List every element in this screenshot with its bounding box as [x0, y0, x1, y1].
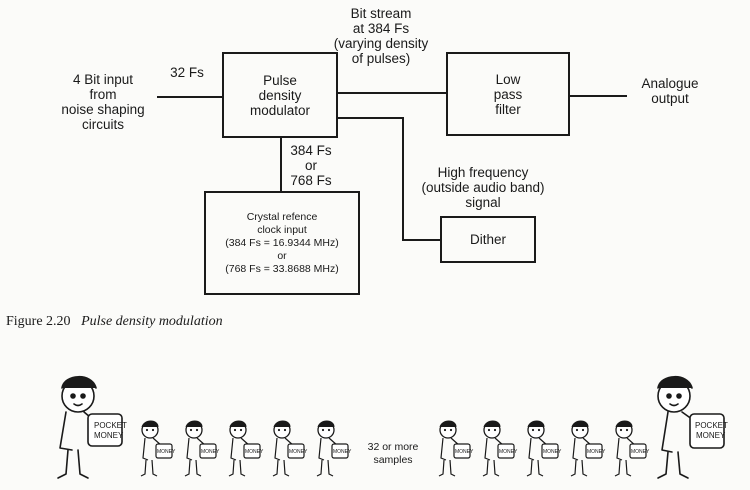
bitstream-label-line: (varying density: [333, 36, 429, 51]
modulator-label-line: modulator: [249, 102, 311, 118]
bitstream-label-line: of pulses): [351, 51, 411, 66]
low-pass-filter-box: Low pass filter: [446, 52, 570, 136]
input-connector: [157, 96, 223, 98]
dither-connector-top: [338, 117, 404, 119]
small-figures-left: MONEY: [140, 420, 353, 477]
clock-rate-line: or: [304, 158, 317, 173]
modulator-label-line: density: [258, 87, 302, 103]
crystal-label-line: or: [277, 249, 287, 262]
samples-label: 32 or more samples: [358, 441, 428, 467]
modulator-label-line: Pulse: [263, 72, 297, 88]
svg-text:POCKET: POCKET: [695, 421, 728, 430]
input-label: 4 Bit input from noise shaping circuits: [48, 72, 158, 132]
input-label-line: circuits: [81, 117, 124, 132]
filter-label-line: Low: [495, 71, 521, 87]
output-label-line: Analogue: [641, 76, 699, 91]
input-label-line: from: [89, 87, 117, 102]
dither-note: High frequency (outside audio band) sign…: [408, 165, 558, 210]
crystal-label-line: (384 Fs = 16.9344 MHz): [225, 236, 339, 249]
filter-label-line: pass: [493, 86, 523, 102]
samples-label-line: 32 or more: [367, 441, 419, 453]
output-label: Analogue output: [625, 76, 715, 106]
dither-box: Dither: [440, 216, 536, 263]
crystal-label-line: (768 Fs = 33.8688 MHz): [225, 262, 339, 275]
output-connector: [570, 95, 627, 97]
svg-text:POCKET: POCKET: [94, 421, 127, 430]
large-figure-right: POCKET MONEY: [657, 375, 728, 479]
figure-title: Pulse density modulation: [81, 314, 223, 329]
bitstream-label-line: at 384 Fs: [352, 21, 410, 36]
crystal-clock-box: Crystal refence clock input (384 Fs = 16…: [204, 191, 360, 295]
filter-label-line: filter: [495, 101, 521, 117]
bitstream-connector: [338, 92, 447, 94]
input-rate-label: 32 Fs: [170, 65, 204, 80]
clock-rate-label: 384 Fs or 768 Fs: [286, 143, 336, 188]
bitstream-label-line: Bit stream: [350, 6, 412, 21]
crystal-label: Crystal refence clock input (384 Fs = 16…: [225, 211, 339, 276]
svg-text:MONEY: MONEY: [94, 431, 124, 440]
clock-connector: [280, 138, 282, 192]
dither-note-line: (outside audio band): [421, 180, 545, 195]
input-label-line: 4 Bit input: [72, 72, 134, 87]
figure-caption: Figure 2.20 Pulse density modulation: [6, 314, 223, 330]
dither-connector-vertical: [402, 117, 404, 241]
large-figure-left: POCKET MONEY: [57, 375, 127, 479]
crystal-label-line: clock input: [257, 223, 307, 236]
samples-label-line: samples: [373, 454, 413, 466]
bitstream-label: Bit stream at 384 Fs (varying density of…: [322, 6, 440, 66]
clock-rate-line: 384 Fs: [290, 143, 332, 158]
figure-number: Figure 2.20: [6, 314, 71, 329]
filter-label: Low pass filter: [494, 72, 523, 117]
svg-text:MONEY: MONEY: [696, 431, 726, 440]
dither-note-line: signal: [465, 195, 501, 210]
dither-note-line: High frequency: [437, 165, 529, 180]
input-label-line: noise shaping: [61, 102, 145, 117]
modulator-label: Pulse density modulator: [250, 73, 310, 118]
clock-rate-line: 768 Fs: [290, 173, 332, 188]
small-figures-right: MONEY: [438, 420, 651, 477]
crystal-label-line: Crystal refence: [246, 210, 318, 223]
pulse-density-modulator-box: Pulse density modulator: [222, 52, 338, 138]
output-label-line: output: [651, 91, 689, 106]
dither-connector-bottom: [402, 239, 441, 241]
dither-label: Dither: [469, 232, 506, 247]
